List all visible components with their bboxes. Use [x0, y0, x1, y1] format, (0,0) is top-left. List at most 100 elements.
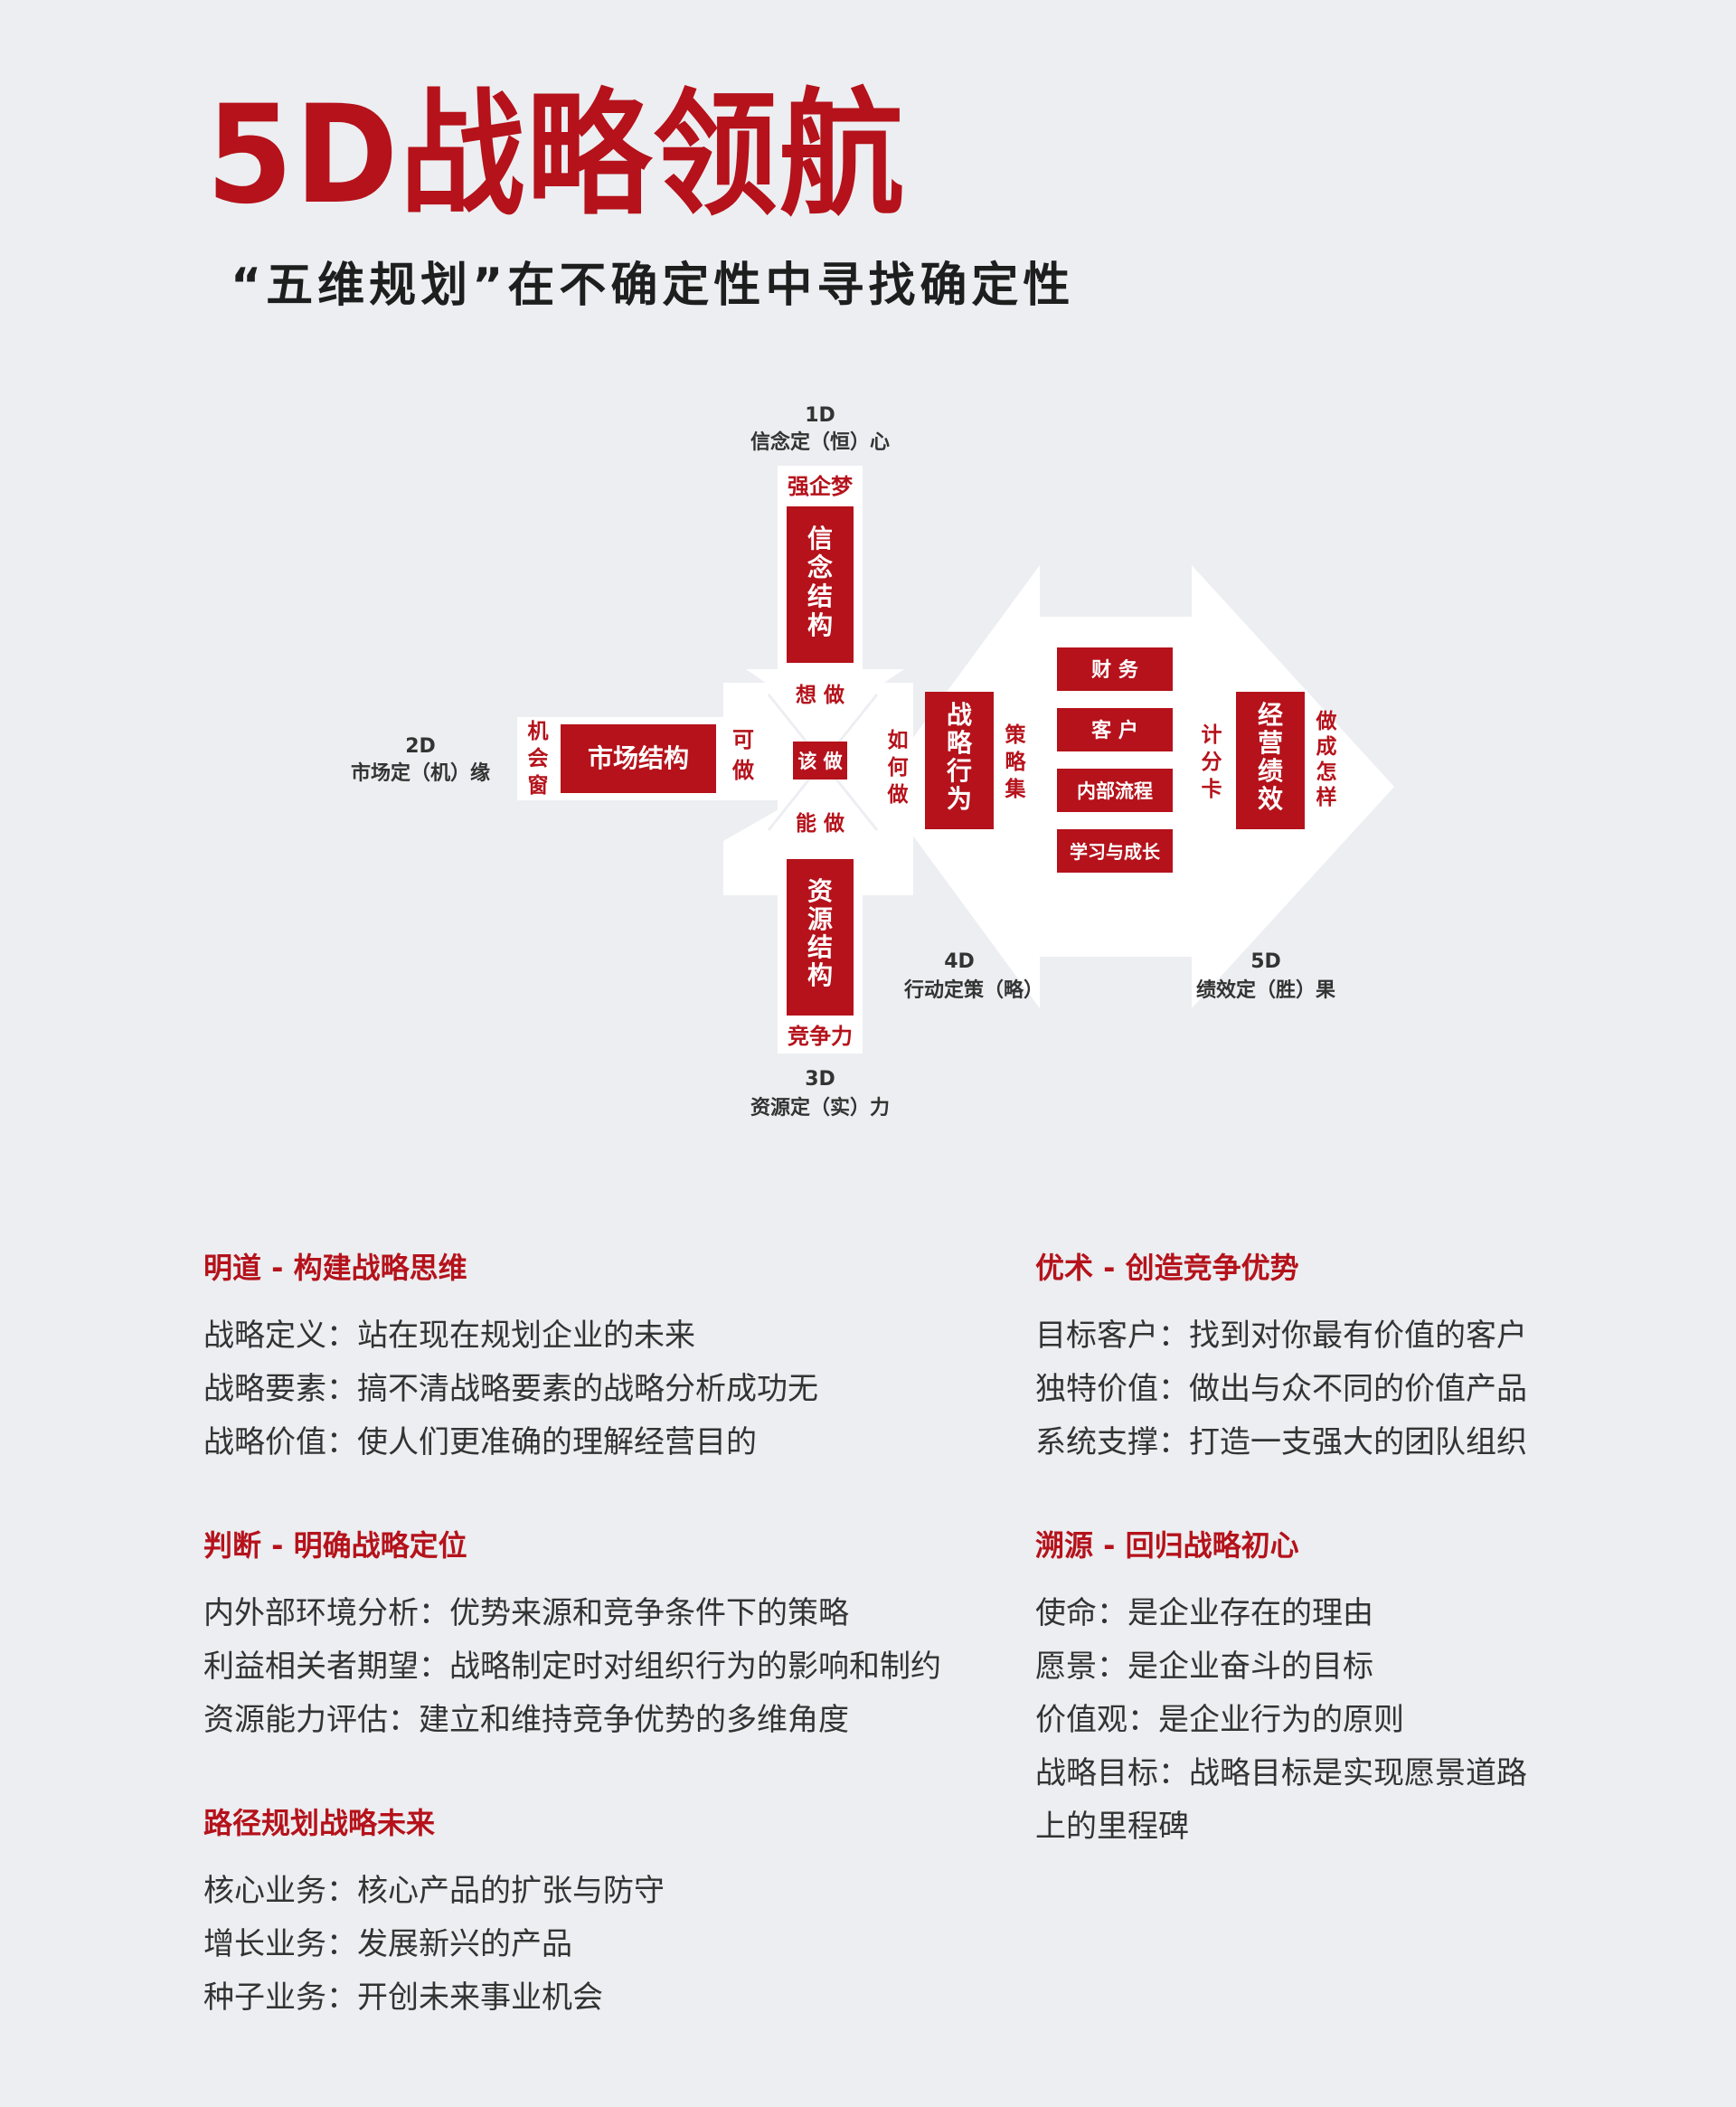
vertical-char: 略 — [1005, 750, 1027, 774]
section-title: 判断 - 明确战略定位 — [203, 1528, 467, 1563]
vertical-char: 集 — [1005, 777, 1027, 801]
section-title: 溯源 - 回归战略初心 — [1035, 1528, 1299, 1563]
section-right-0: 优术 - 创造竞争优势 目标客户：找到对你最有价值的客户 独特价值：做出与众不同… — [1035, 1248, 1596, 1469]
d3-code: 3D — [805, 1068, 835, 1091]
section-left-1: 判断 - 明确战略定位 内外部环境分析：优势来源和竞争条件下的策略 利益相关者期… — [203, 1526, 1017, 1747]
vertical-char: 构 — [807, 960, 833, 990]
section-line: 使命：是企业存在的理由 — [1035, 1595, 1373, 1631]
d5-left-tag: 计分卡 — [1202, 723, 1222, 801]
vertical-char: 为 — [947, 784, 972, 814]
vertical-char: 会 — [528, 746, 549, 770]
section-line: 核心业务：核心产品的扩张与防守 — [203, 1873, 665, 1909]
d4-label: 行动定策（略） — [903, 978, 1043, 1002]
section-line: 愿景：是企业奋斗的目标 — [1035, 1649, 1373, 1685]
d3-box — [787, 859, 854, 1016]
vertical-char: 效 — [1258, 784, 1283, 814]
d1-code: 1D — [805, 404, 835, 427]
subtitle: “五维规划”在不确定性中寻找确定性 — [231, 259, 1075, 313]
d2-label: 市场定（机）缘 — [351, 761, 490, 785]
d4-box — [925, 692, 994, 829]
vertical-char: 结 — [807, 581, 833, 611]
d2-left-tag: 机会窗 — [528, 720, 549, 798]
vertical-char: 分 — [1202, 751, 1222, 774]
section-title: 路径规划战略未来 — [203, 1806, 436, 1840]
d4-right-tag: 策略集 — [1005, 723, 1027, 801]
vertical-char: 信 — [807, 524, 833, 553]
section-right-1: 溯源 - 回归战略初心 使命：是企业存在的理由 愿景：是企业奋斗的目标 价值观：… — [1035, 1526, 1596, 1854]
section-left-0: 明道 - 构建战略思维 战略定义：站在现在规划企业的未来 战略要素：搞不清战略要… — [203, 1248, 1017, 1469]
d2-code: 2D — [405, 735, 436, 758]
center-label: 该 做 — [797, 751, 842, 772]
section-line: 价值观：是企业行为的原则 — [1035, 1702, 1404, 1738]
d3-bottom-tag: 竞争力 — [788, 1024, 853, 1049]
section-line: 系统支撑：打造一支强大的团队组织 — [1035, 1424, 1527, 1460]
d5-label: 绩效定（胜）果 — [1196, 978, 1335, 1002]
section-line: 战略要素：搞不清战略要素的战略分析成功无 — [203, 1371, 818, 1407]
section-line: 增长业务：发展新兴的产品 — [203, 1926, 572, 1962]
section-line: 种子业务：开创未来事业机会 — [203, 1979, 603, 2016]
d4-item-box — [1057, 829, 1173, 873]
d4-code: 4D — [944, 950, 975, 973]
d4-item-box — [1057, 769, 1173, 812]
vertical-char: 做 — [1316, 709, 1338, 733]
section-left-2: 路径规划战略未来 核心业务：核心产品的扩张与防守 增长业务：发展新兴的产品 种子… — [203, 1803, 1017, 2025]
vertical-char: 样 — [1316, 785, 1337, 809]
section-line: 独特价值：做出与众不同的价值产品 — [1035, 1371, 1527, 1407]
d4-item-finance: 财 务 — [1091, 659, 1139, 682]
d4-item-box — [1057, 708, 1173, 751]
d2-box — [561, 724, 716, 793]
d1-box — [787, 506, 854, 663]
vertical-char: 如 — [888, 729, 909, 752]
vertical-char: 何 — [888, 756, 909, 779]
d4-items: 财 务 客 户 内部流程 学习与成长 — [1057, 647, 1173, 873]
vertical-char: 窗 — [528, 773, 549, 798]
vertical-char: 念 — [807, 553, 833, 582]
section-title: 优术 - 创造竞争优势 — [1035, 1251, 1299, 1285]
vertical-char: 机 — [528, 720, 549, 743]
vertical-char: 计 — [1202, 723, 1222, 747]
d4-item-customer: 客 户 — [1091, 719, 1138, 742]
d3-label: 资源定（实）力 — [750, 1096, 890, 1120]
d2-right-tag: 可做 — [731, 727, 754, 783]
d4-item-learning: 学习与成长 — [1070, 841, 1161, 863]
vertical-char: 源 — [807, 904, 833, 934]
d5-code: 5D — [1250, 950, 1281, 973]
vertical-char: 卡 — [1202, 778, 1222, 801]
vertical-char: 经 — [1258, 700, 1283, 730]
section-line: 利益相关者期望：战略制定时对组织行为的影响和制约 — [203, 1649, 941, 1685]
d4-item-process: 内部流程 — [1077, 780, 1153, 802]
main-title: 5D战略领航 — [206, 77, 906, 234]
vertical-char: 策 — [1005, 723, 1027, 747]
up-arrow-head — [746, 796, 904, 855]
vertical-char: 做 — [887, 782, 910, 807]
section-line: 战略目标：战略目标是实现愿景道路 — [1035, 1755, 1527, 1791]
vertical-char: 行 — [946, 756, 972, 786]
vertical-char: 绩 — [1258, 756, 1283, 786]
section-line: 上的里程碑 — [1035, 1809, 1189, 1845]
d1-label: 信念定（恒）心 — [750, 430, 890, 454]
vertical-char: 做 — [731, 758, 754, 783]
vertical-char: 可 — [732, 727, 754, 752]
section-line: 内外部环境分析：优势来源和竞争条件下的策略 — [203, 1595, 849, 1631]
vertical-char: 营 — [1258, 728, 1283, 758]
left-column: 明道 - 构建战略思维 战略定义：站在现在规划企业的未来 战略要素：搞不清战略要… — [203, 1248, 1017, 2025]
d1-bottom-tag: 想 做 — [796, 683, 845, 707]
vertical-char: 怎 — [1316, 760, 1337, 784]
d2-box-text: 市场结构 — [588, 743, 689, 773]
section-line: 战略价值：使人们更准确的理解经营目的 — [203, 1424, 757, 1460]
vertical-char: 构 — [807, 610, 833, 640]
center-box — [793, 742, 847, 779]
d4-left-tag: 如何做 — [887, 729, 910, 807]
down-arrow-head — [746, 669, 904, 723]
vertical-char: 结 — [807, 932, 833, 962]
d1-top-tag: 强企梦 — [788, 474, 854, 499]
section-line: 目标客户：找到对你最有价值的客户 — [1035, 1318, 1527, 1354]
d4-item-box — [1057, 647, 1173, 691]
vertical-char: 成 — [1316, 735, 1337, 759]
section-line: 战略定义：站在现在规划企业的未来 — [203, 1318, 695, 1354]
d5-box — [1236, 692, 1305, 829]
